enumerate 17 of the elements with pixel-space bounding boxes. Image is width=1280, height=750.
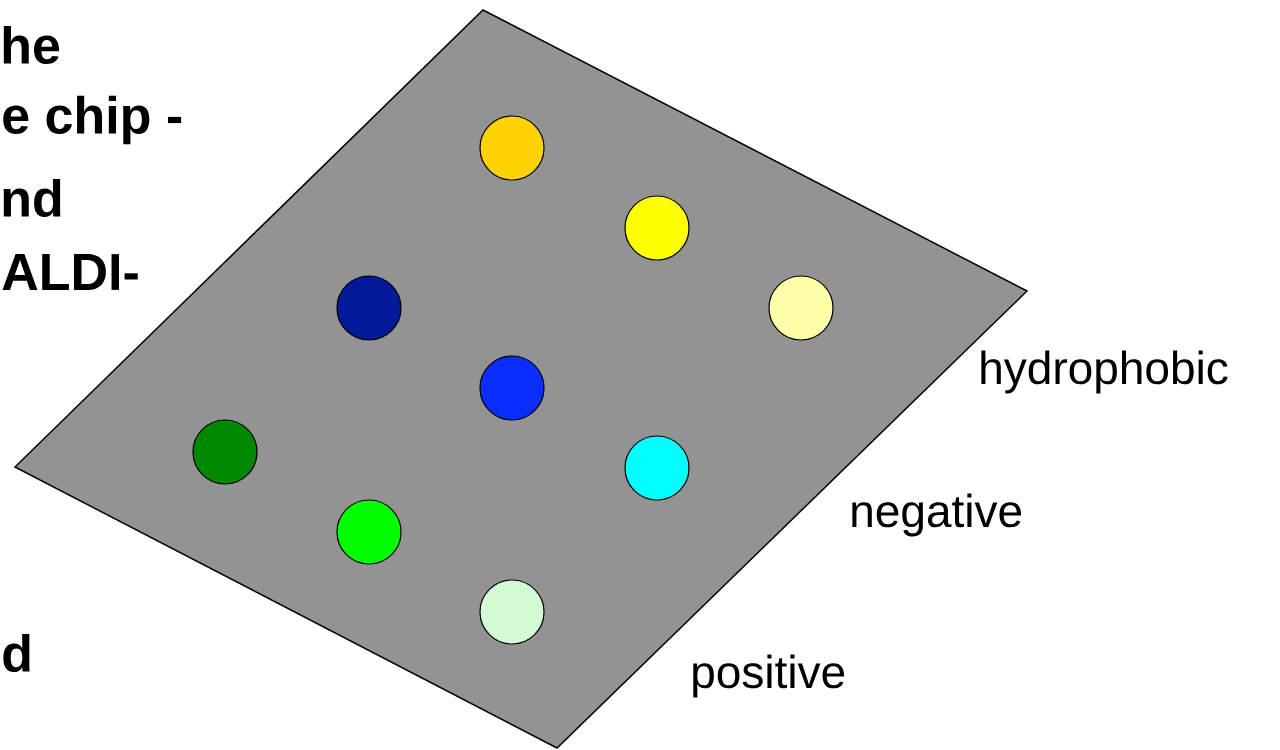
sample-spot: [624, 195, 690, 261]
heading-text: d: [3, 633, 30, 673]
sample-spot: [336, 275, 402, 341]
row-label: positive: [693, 654, 845, 698]
sample-spot: [192, 419, 258, 485]
row-label: negative: [852, 493, 1022, 537]
heading-text: e chip -: [3, 95, 182, 145]
sample-spot: [768, 275, 834, 341]
sample-spot: [624, 435, 690, 501]
heading-text: ALDI-: [2, 254, 138, 290]
row-label: hydrophobic: [981, 350, 1228, 394]
sample-spot: [479, 579, 545, 645]
sample-spot: [479, 355, 545, 421]
heading-text: he: [3, 25, 60, 65]
sample-spot: [479, 115, 545, 181]
sample-spot: [336, 499, 402, 565]
heading-text: nd: [3, 178, 61, 218]
